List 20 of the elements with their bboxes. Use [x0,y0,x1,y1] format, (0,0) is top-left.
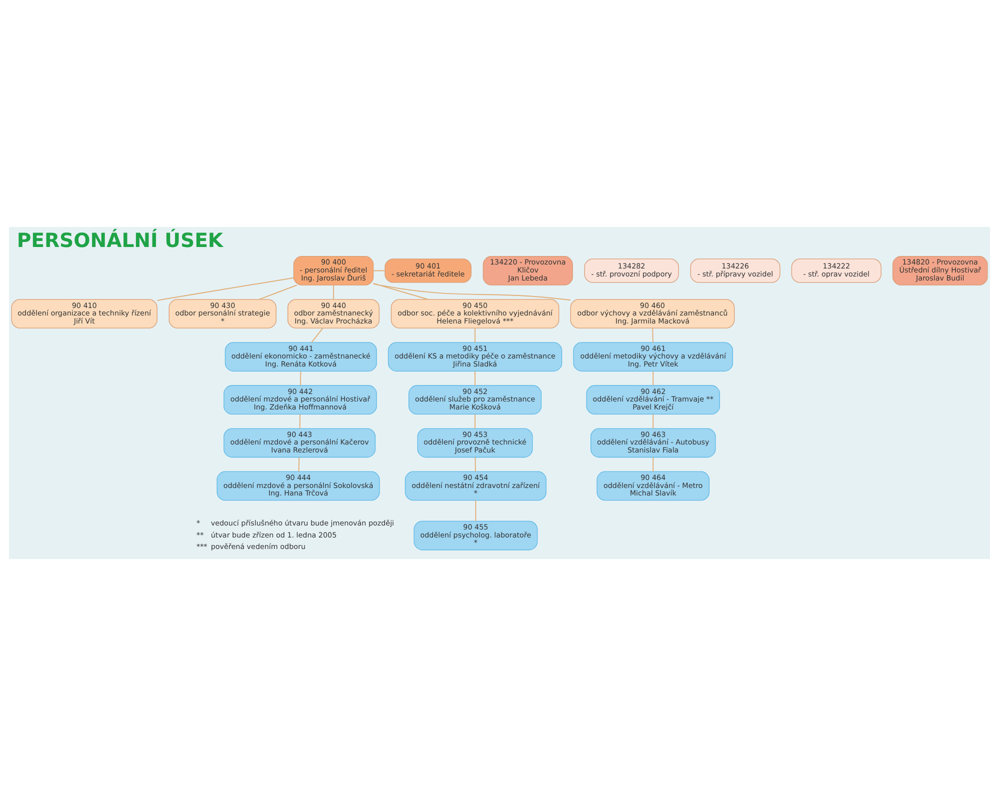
connector [652,456,654,472]
connector [372,282,571,300]
connector [474,413,476,429]
connector [372,270,386,271]
connector [311,327,324,342]
connector [258,284,298,300]
connector [652,413,654,429]
connector [475,499,476,522]
connector [652,370,654,386]
connector [474,327,476,342]
connector [333,284,334,300]
diagram-title: PERSONÁLNÍ ÚSEK [16,228,224,252]
connector [474,456,476,472]
connector [156,276,294,300]
connector [298,456,300,472]
connector [474,370,476,386]
connector [299,413,300,429]
connector [372,282,428,300]
connector [652,327,654,342]
connector [300,370,302,386]
